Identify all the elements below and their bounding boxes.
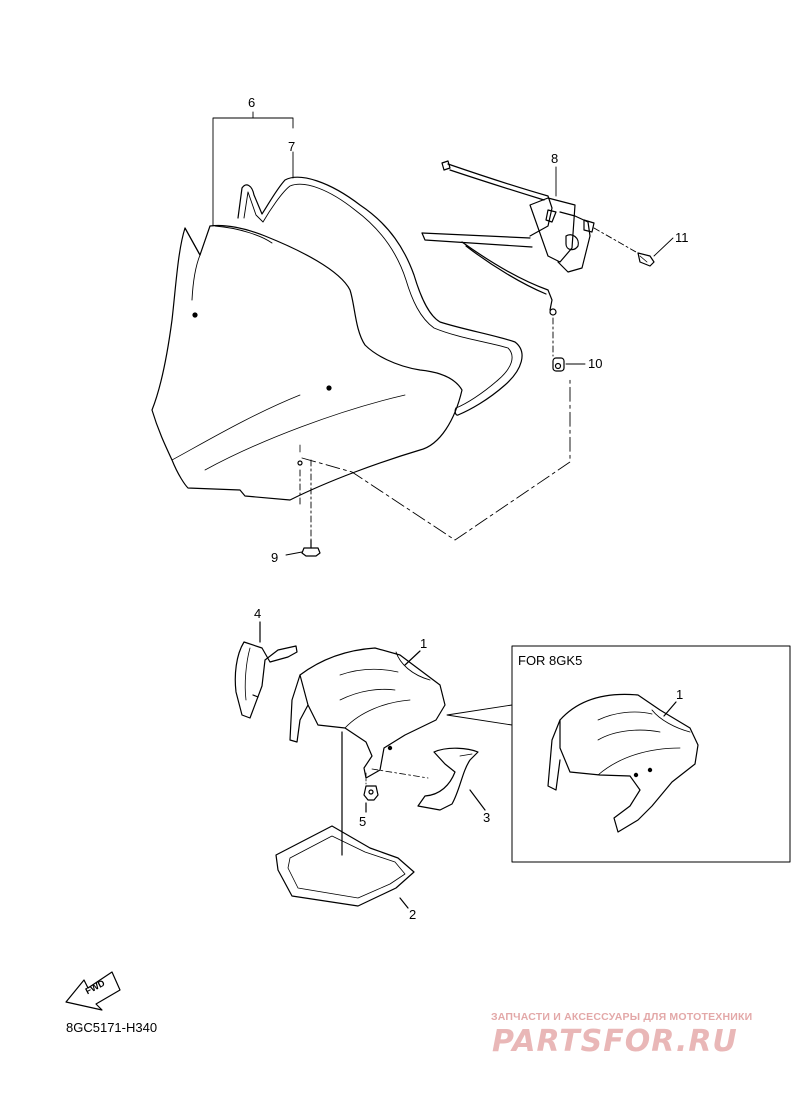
callout-10: 10 <box>588 356 603 371</box>
diagram-code: 8GC5171-H340 <box>66 1020 158 1035</box>
watermark-logo: PARTSFOR.RU <box>492 1024 738 1059</box>
callout-6: 6 <box>248 95 256 110</box>
callout-1-inset: 1 <box>676 687 684 702</box>
side-cover-right <box>417 747 486 811</box>
bolt <box>637 252 655 267</box>
windscreen <box>151 224 463 501</box>
watermark-tagline: ЗАПЧАСТИ И АКСЕССУАРЫ ДЛЯ МОТОТЕХНИКИ <box>491 1011 753 1023</box>
callout-9: 9 <box>271 550 279 565</box>
front-cowl <box>289 647 446 856</box>
screw <box>301 539 321 557</box>
clip <box>363 768 429 813</box>
inset-cowl <box>547 693 699 833</box>
callout-2: 2 <box>409 907 417 922</box>
nut <box>552 357 565 372</box>
callout-5: 5 <box>359 814 367 829</box>
callout-8: 8 <box>551 151 559 166</box>
bracket-stay <box>421 160 595 316</box>
callout-4: 4 <box>254 606 262 621</box>
panel <box>275 825 415 909</box>
callout-11: 11 <box>675 230 689 245</box>
inset-title: FOR 8GK5 <box>518 653 583 668</box>
callout-1: 1 <box>420 636 428 651</box>
edge-trim <box>237 176 523 416</box>
callout-7: 7 <box>288 139 296 154</box>
callout-3: 3 <box>483 810 491 825</box>
side-cover-left <box>234 621 298 719</box>
inset-box <box>511 645 791 863</box>
forward-arrow-icon <box>65 971 121 1011</box>
